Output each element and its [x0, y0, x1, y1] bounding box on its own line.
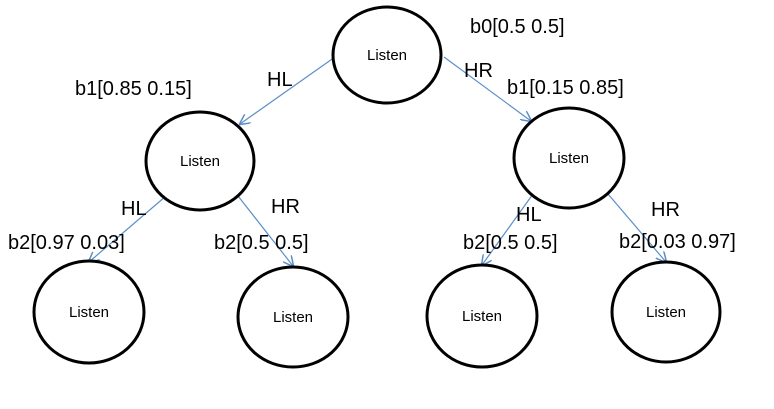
edge-label-root-left: HL [267, 69, 293, 91]
node-right-right: Listen [610, 260, 722, 364]
node-right-left: Listen [425, 263, 539, 369]
belief-label-right: b1[0.15 0.85] [507, 77, 624, 99]
edges [89, 56, 666, 266]
belief-label-root: b0[0.5 0.5] [470, 16, 565, 38]
edge-root-to-right [443, 56, 531, 121]
node-right-left-label: Listen [462, 308, 502, 325]
node-right: Listen [512, 106, 626, 210]
node-left-ellipse [144, 110, 256, 212]
node-right-ellipse [512, 106, 626, 210]
node-left-right-label: Listen [273, 309, 313, 326]
belief-label-right-left: b2[0.5 0.5] [463, 232, 558, 254]
edge-label-right-right: HR [651, 199, 680, 221]
belief-label-right-right: b2[0.03 0.97] [619, 231, 736, 253]
node-left-left: Listen [32, 259, 146, 365]
edge-labels: HL HR HL HR HL HR [121, 60, 680, 226]
node-right-label: Listen [549, 150, 589, 167]
node-root-ellipse [331, 5, 443, 105]
edge-label-left-right: HR [271, 196, 300, 218]
node-root-label: Listen [367, 47, 407, 64]
belief-label-left: b1[0.85 0.15] [75, 78, 192, 100]
edge-label-left-left: HL [121, 198, 147, 220]
node-left-right-ellipse [236, 265, 350, 369]
node-right-left-ellipse [425, 263, 539, 369]
node-left-right: Listen [236, 265, 350, 369]
edge-root-to-left [240, 56, 336, 124]
belief-labels: b0[0.5 0.5] b1[0.85 0.15] b1[0.15 0.85] … [8, 16, 736, 254]
belief-label-left-right: b2[0.5 0.5] [214, 232, 309, 254]
edge-label-root-right: HR [464, 60, 493, 82]
belief-label-left-left: b2[0.97 0.03] [8, 232, 125, 254]
node-left-label: Listen [180, 153, 220, 170]
node-right-right-label: Listen [646, 304, 686, 321]
edge-right-to-right-left [482, 193, 534, 265]
node-left: Listen [144, 110, 256, 212]
edge-right-to-right-right [607, 193, 666, 262]
node-root: Listen [331, 5, 443, 105]
edge-left-to-left-left [89, 195, 167, 262]
edge-left-to-left-right [237, 195, 293, 266]
node-left-left-ellipse [32, 259, 146, 365]
nodes: Listen Listen Listen Listen Listen Liste… [32, 5, 722, 369]
edge-label-right-left: HL [516, 204, 542, 226]
node-left-left-label: Listen [69, 304, 109, 321]
node-right-right-ellipse [610, 260, 722, 364]
